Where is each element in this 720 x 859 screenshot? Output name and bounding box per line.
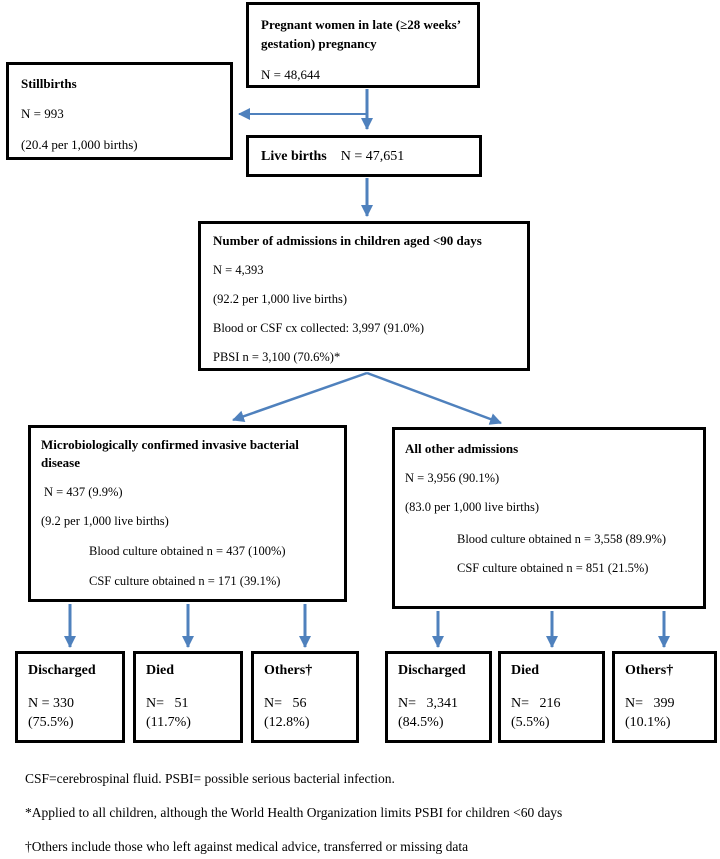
- outcome-n: N= 56: [264, 696, 307, 711]
- livebirths-n: N = 47,651: [340, 148, 405, 164]
- outcome-pct: (75.5%): [28, 715, 74, 730]
- outcome-pct: (12.8%): [264, 715, 310, 730]
- arrow-admissions-to-other: [366, 371, 502, 425]
- footnotes: CSF=cerebrospinal fluid. PSBI= possible …: [25, 770, 715, 859]
- confirmed-n: N = 437 (9.9%): [44, 485, 123, 499]
- footnote-dagger: †Others include those who left against m…: [25, 839, 469, 854]
- confirmed-blood-culture: Blood culture obtained n = 437 (100%): [89, 544, 286, 558]
- box-other-others: Others† N= 399 (10.1%): [612, 651, 717, 743]
- footnote-asterisk: *Applied to all children, although the W…: [25, 805, 563, 820]
- outcome-pct: (5.5%): [511, 715, 550, 730]
- outcome-n: N = 330: [28, 696, 75, 711]
- box-confirmed-invasive-bacterial-disease: Microbiologically confirmed invasive bac…: [28, 425, 347, 602]
- stillbirths-n: N = 993: [21, 106, 64, 121]
- outcome-label: Discharged: [28, 663, 96, 678]
- box-admissions: Number of admissions in children aged <9…: [198, 221, 530, 371]
- outcome-n: N= 3,341: [398, 696, 459, 711]
- stillbirths-title: Stillbirths: [21, 76, 77, 91]
- arrow-admissions-to-confirmed: [232, 371, 368, 423]
- box-all-other-admissions: All other admissions N = 3,956 (90.1%) (…: [392, 427, 706, 609]
- other-n: N = 3,956 (90.1%): [405, 471, 500, 485]
- box-other-died: Died N= 216 (5.5%): [498, 651, 605, 743]
- other-csf-culture: CSF culture obtained n = 851 (21.5%): [457, 561, 649, 575]
- outcome-label: Died: [146, 663, 174, 678]
- box-confirmed-died: Died N= 51 (11.7%): [133, 651, 243, 743]
- box-pregnant-women: Pregnant women in late (≥28 weeks’ gesta…: [246, 2, 480, 88]
- outcome-n: N= 399: [625, 696, 675, 711]
- confirmed-title: Microbiologically confirmed invasive bac…: [41, 437, 299, 470]
- admissions-rate: (92.2 per 1,000 live births): [213, 292, 348, 306]
- admissions-cultures: Blood or CSF cx collected: 3,997 (91.0%): [213, 321, 425, 335]
- outcome-label: Discharged: [398, 663, 466, 678]
- outcome-n: N= 216: [511, 696, 561, 711]
- admissions-n: N = 4,393: [213, 263, 264, 277]
- box-confirmed-discharged: Discharged N = 330 (75.5%): [15, 651, 125, 743]
- box-stillbirths: Stillbirths N = 993 (20.4 per 1,000 birt…: [6, 62, 233, 160]
- other-rate: (83.0 per 1,000 live births): [405, 500, 540, 514]
- pregnant-title: Pregnant women in late (≥28 weeks’ gesta…: [261, 17, 461, 51]
- outcome-pct: (11.7%): [146, 715, 191, 730]
- box-confirmed-others: Others† N= 56 (12.8%): [251, 651, 359, 743]
- stillbirths-rate: (20.4 per 1,000 births): [21, 137, 138, 152]
- outcome-pct: (84.5%): [398, 715, 444, 730]
- outcome-n: N= 51: [146, 696, 189, 711]
- box-live-births: Live births N = 47,651: [246, 135, 482, 177]
- livebirths-label: Live births: [261, 148, 327, 164]
- outcome-label: Died: [511, 663, 539, 678]
- other-blood-culture: Blood culture obtained n = 3,558 (89.9%): [457, 532, 667, 546]
- outcome-label: Others†: [625, 663, 674, 678]
- outcome-pct: (10.1%): [625, 715, 671, 730]
- pregnant-n: N = 48,644: [261, 67, 320, 82]
- other-title: All other admissions: [405, 441, 519, 456]
- outcome-label: Others†: [264, 663, 313, 678]
- admissions-pbsi: PBSI n = 3,100 (70.6%)*: [213, 350, 341, 364]
- box-other-discharged: Discharged N= 3,341 (84.5%): [385, 651, 492, 743]
- confirmed-rate: (9.2 per 1,000 live births): [41, 514, 169, 528]
- confirmed-csf-culture: CSF culture obtained n = 171 (39.1%): [89, 574, 281, 588]
- footnote-abbreviations: CSF=cerebrospinal fluid. PSBI= possible …: [25, 771, 395, 786]
- admissions-title: Number of admissions in children aged <9…: [213, 233, 482, 248]
